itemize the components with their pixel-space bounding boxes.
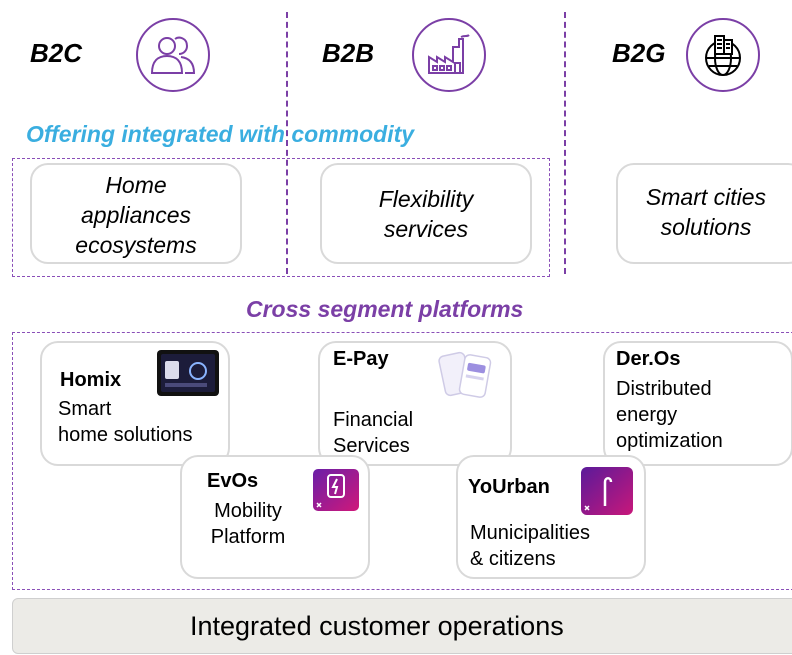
platforms-group-box: [12, 332, 792, 590]
platform-desc-deros: Distributed energy optimization: [616, 378, 723, 452]
platforms-heading: Cross segment platforms: [246, 296, 524, 322]
platform-title-epay: E-Pay: [333, 348, 389, 370]
city-globe-icon: [705, 35, 741, 76]
ev-charging-app-icon: [313, 469, 359, 511]
phone-app-image: [438, 351, 492, 398]
integrated-operations-bar: Integrated customer operations: [12, 598, 792, 654]
platform-desc-epay: Financial Services: [333, 409, 414, 457]
separator-b2b-b2g: [564, 12, 566, 274]
segment-label-b2c: B2C: [30, 38, 83, 68]
offering-card-smart-cities-text: Smart cities solutions: [645, 184, 767, 240]
tablet-app-image: [157, 350, 219, 396]
users-icon: [150, 36, 196, 74]
offering-card-smart-cities: [616, 163, 792, 264]
platform-desc-evos: Mobility Platform: [210, 500, 286, 548]
factory-icon: [428, 34, 470, 74]
platform-desc-yourban: Municipalities & citizens: [470, 522, 591, 570]
segment-label-b2b: B2B: [322, 38, 375, 68]
segment-icon-circle-b2b: [412, 18, 486, 92]
offering-group-box: [12, 158, 550, 277]
integrated-operations-label: Integrated customer operations: [190, 611, 564, 641]
urban-app-icon: [581, 467, 633, 515]
segment-label-b2g: B2G: [612, 38, 666, 68]
platform-card-deros: [603, 341, 792, 466]
platform-desc-homix: Smart home solutions: [58, 398, 193, 446]
offering-card-flexibility: [320, 163, 532, 264]
offering-heading: Offering integrated with commodity: [26, 121, 415, 147]
platform-title-evos: EvOs: [207, 470, 259, 492]
platform-title-yourban: YoUrban: [468, 476, 550, 498]
offering-card-flexibility-text: Flexibility services: [378, 186, 474, 242]
offering-card-home-appliances: [30, 163, 242, 264]
platform-title-deros: Der.Os: [616, 348, 681, 370]
segment-icon-circle-b2g: [686, 18, 760, 92]
offering-card-home-appliances-text: Home appliances ecosystems: [75, 172, 197, 258]
separator-b2c-b2b: [286, 12, 288, 274]
segment-icon-circle-b2c: [136, 18, 210, 92]
platform-title-homix: Homix: [60, 369, 122, 391]
